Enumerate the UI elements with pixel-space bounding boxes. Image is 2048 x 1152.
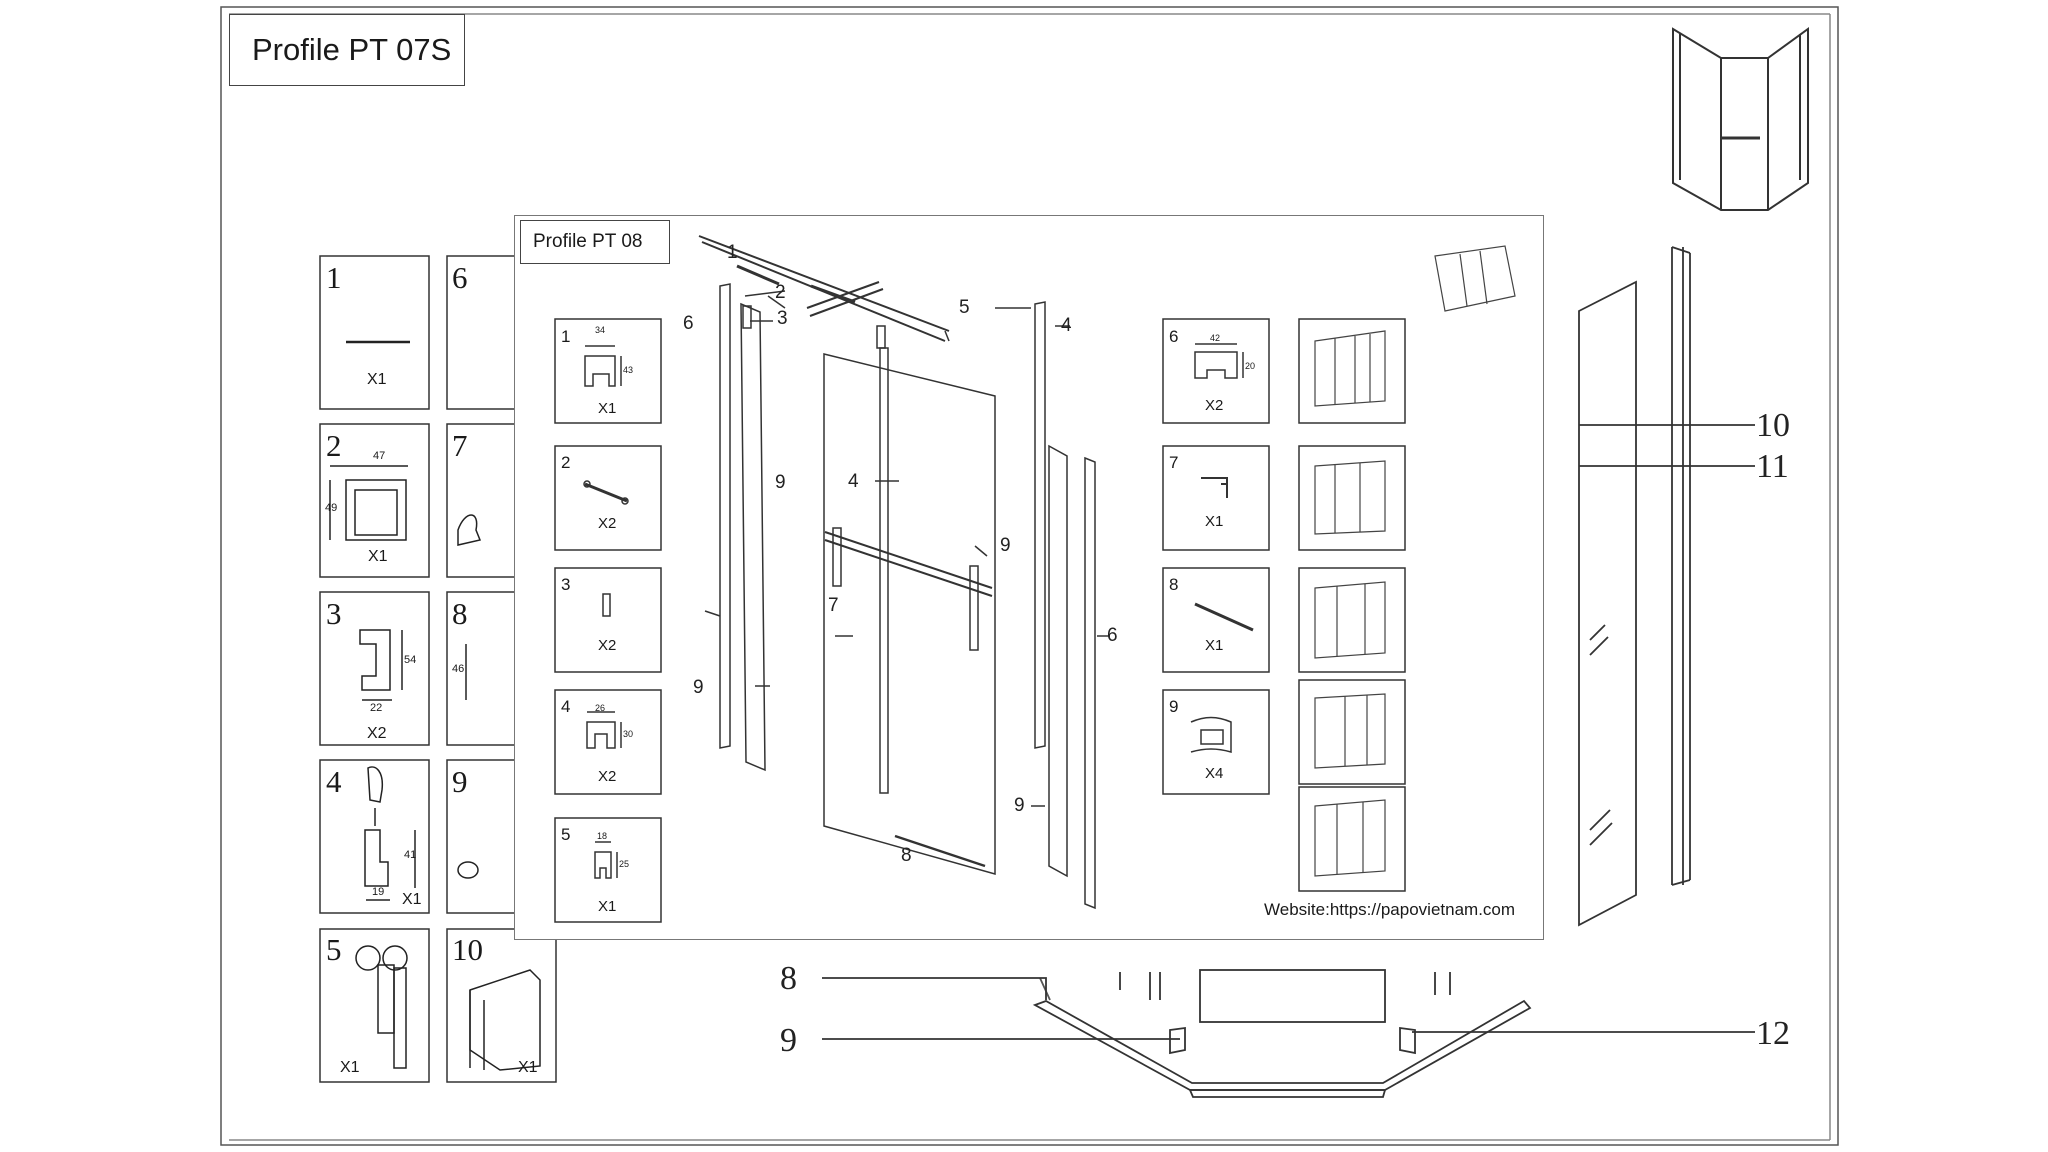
inner-title-text: Profile PT 08: [533, 231, 643, 252]
inner-dim-4b: 30: [623, 729, 634, 739]
outer-part-num-9: 9: [452, 764, 468, 799]
inner-dim-6b: 20: [1245, 361, 1256, 371]
inner-dim-1b: 43: [623, 365, 634, 375]
outer-part-num-5: 5: [326, 932, 342, 967]
outer-dim-4b: 19: [372, 886, 385, 898]
outer-part-qty-3: X2: [367, 725, 387, 742]
outer-part-qty-2: X1: [368, 548, 388, 565]
outer-dim-2a: 47: [373, 450, 386, 462]
outer-dim-3b: 22: [370, 702, 383, 714]
outer-callout-10: 10: [1756, 407, 1790, 444]
inner-callout-2: 2: [775, 282, 786, 303]
inner-callout-6b: 6: [1107, 625, 1118, 646]
outer-part-num-7: 7: [452, 428, 468, 463]
inner-part-qty-9: X4: [1205, 765, 1224, 782]
inner-dim-4a: 26: [595, 703, 606, 713]
outer-part-num-1: 1: [326, 260, 342, 295]
inner-callout-9d: 9: [1014, 795, 1025, 816]
outer-part-qty-10: X1: [518, 1059, 538, 1076]
outer-dim-4a: 41: [404, 849, 417, 861]
outer-part-num-10: 10: [452, 932, 483, 967]
inner-part-num-5: 5: [561, 825, 571, 844]
inner-callout-9c: 9: [693, 677, 704, 698]
inner-part-num-7: 7: [1169, 453, 1179, 472]
inner-callout-6a: 6: [683, 313, 694, 334]
outer-callout-8: 8: [780, 960, 797, 997]
website-link[interactable]: Website:https://papovietnam.com: [1264, 900, 1516, 919]
inner-callout-9b: 9: [1000, 535, 1011, 556]
inner-dim-5b: 25: [619, 859, 630, 869]
inner-callout-9a: 9: [775, 472, 786, 493]
outer-callout-12: 12: [1756, 1015, 1790, 1052]
outer-part-qty-4: X1: [402, 891, 422, 908]
outer-dim-8a: 46: [452, 663, 465, 675]
outer-profile-title: Profile PT 07S: [229, 14, 465, 86]
outer-part-qty-1: X1: [367, 371, 387, 388]
inner-callout-8: 8: [901, 845, 912, 866]
outer-part-num-3: 3: [326, 596, 342, 631]
outer-part-num-4: 4: [326, 764, 342, 799]
inner-part-num-2: 2: [561, 453, 571, 472]
inner-part-num-8: 8: [1169, 575, 1179, 594]
inner-part-num-1: 1: [561, 327, 571, 346]
inner-callout-3: 3: [777, 308, 788, 329]
outer-part-num-6: 6: [452, 260, 468, 295]
inner-part-qty-2: X2: [598, 515, 617, 532]
outer-dim-3a: 54: [404, 654, 417, 666]
inner-dim-5a: 18: [597, 831, 608, 841]
inner-part-qty-8: X1: [1205, 637, 1224, 654]
inner-part-num-9: 9: [1169, 697, 1179, 716]
outer-part-num-8: 8: [452, 596, 468, 631]
inner-part-qty-5: X1: [598, 898, 617, 915]
inner-callout-4b: 4: [848, 471, 859, 492]
outer-dim-2b: 49: [325, 502, 338, 514]
inner-part-qty-4: X2: [598, 768, 617, 785]
outer-part-qty-5: X1: [340, 1059, 360, 1076]
inner-part-qty-1: X1: [598, 400, 617, 417]
outer-part-num-2: 2: [326, 428, 342, 463]
inner-part-qty-6: X2: [1205, 397, 1224, 414]
inner-assembly-drawing: [554, 235, 1516, 923]
inner-callout-5: 5: [959, 297, 970, 318]
outer-callout-11: 11: [1756, 448, 1789, 485]
inner-callout-7: 7: [828, 595, 839, 616]
inner-dim-1a: 34: [595, 325, 606, 335]
outer-title-text: Profile PT 07S: [252, 32, 452, 67]
inner-part-qty-3: X2: [598, 637, 617, 654]
inner-part-num-6: 6: [1169, 327, 1179, 346]
inner-callout-4a: 4: [1061, 315, 1072, 336]
outer-callout-9: 9: [780, 1022, 797, 1059]
inner-part-qty-7: X1: [1205, 513, 1224, 530]
inner-part-num-4: 4: [561, 697, 571, 716]
inner-callout-1: 1: [727, 242, 738, 263]
inner-part-num-3: 3: [561, 575, 571, 594]
inner-profile-title: Profile PT 08: [520, 220, 670, 264]
inner-dim-6a: 42: [1210, 333, 1221, 343]
enclosure-thumbnail: [1672, 27, 1809, 211]
inner-profile-panel: Profile PT 08 1 2 3 4 5 X1 X2 X2 X2 X1 3…: [514, 215, 1544, 940]
